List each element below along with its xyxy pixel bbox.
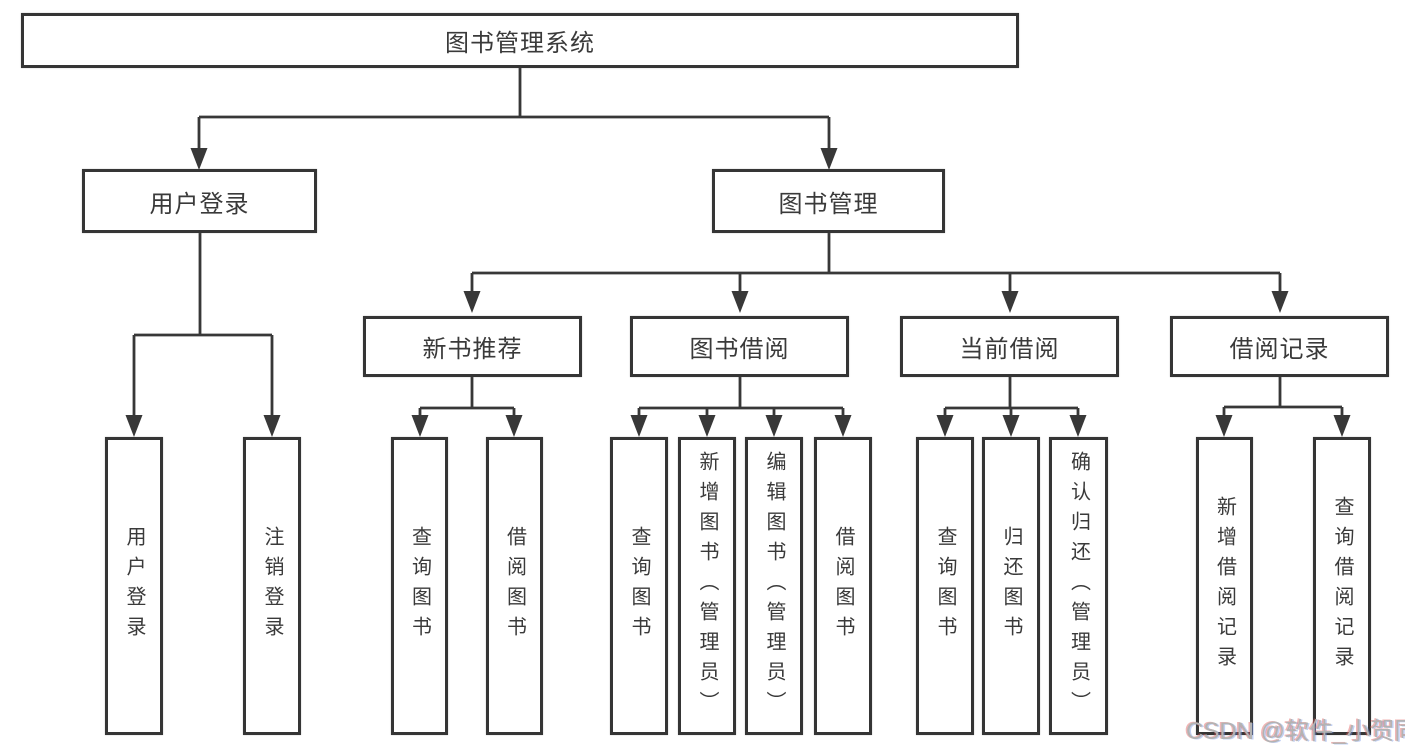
arrowhead xyxy=(1069,415,1087,437)
leaf-current-confirm-return-admin-label: 确认归还（管理员） xyxy=(1067,451,1090,721)
node-book-management: 图书管理 xyxy=(712,169,945,233)
connector-current-borrow-to-leaves xyxy=(943,377,1080,417)
leaf-user-login: 用户登录 xyxy=(105,437,163,735)
leaf-borrow-add-books-admin: 新增图书（管理员） xyxy=(678,437,736,735)
node-borrow-records: 借阅记录 xyxy=(1170,316,1389,377)
leaf-current-return-books: 归还图书 xyxy=(982,437,1040,735)
node-user-login: 用户登录 xyxy=(82,169,317,233)
node-user-login-label: 用户登录 xyxy=(149,190,250,218)
arrowhead xyxy=(820,148,838,170)
leaf-records-add-record-label: 新增借阅记录 xyxy=(1213,496,1236,676)
arrowheads xyxy=(125,148,1351,437)
leaf-logout: 注销登录 xyxy=(243,437,301,735)
node-root-label: 图书管理系统 xyxy=(445,30,595,57)
arrowhead xyxy=(765,415,783,437)
leaf-current-confirm-return-admin: 确认归还（管理员） xyxy=(1049,437,1108,735)
leaf-borrow-query-books-label: 查询图书 xyxy=(628,526,650,646)
leaf-current-query-books: 查询图书 xyxy=(916,437,974,735)
leaf-borrow-borrow-books: 借阅图书 xyxy=(814,437,872,735)
connector-root-to-level2 xyxy=(197,68,831,150)
node-current-borrow-label: 当前借阅 xyxy=(959,336,1060,363)
leaf-borrow-borrow-books-label: 借阅图书 xyxy=(832,526,854,646)
arrowhead xyxy=(1002,415,1020,437)
arrowhead xyxy=(263,415,281,437)
leaf-logout-label: 注销登录 xyxy=(261,526,283,646)
leaf-records-query-record-label: 查询借阅记录 xyxy=(1331,496,1353,676)
arrowhead xyxy=(1001,291,1019,313)
watermark: CSDN @软件_小贺同学 xyxy=(1186,718,1405,745)
leaf-newrec-query-books-label: 查询图书 xyxy=(408,526,431,646)
node-book-borrow-label: 图书借阅 xyxy=(689,336,790,363)
leaf-records-query-record: 查询借阅记录 xyxy=(1313,437,1371,735)
node-current-borrow: 当前借阅 xyxy=(900,316,1119,377)
arrowhead xyxy=(1215,415,1233,437)
leaf-borrow-add-books-admin-label: 新增图书（管理员） xyxy=(696,451,718,721)
arrowhead xyxy=(834,415,852,437)
node-book-management-label: 图书管理 xyxy=(778,190,879,218)
node-root: 图书管理系统 xyxy=(21,13,1019,68)
arrowhead xyxy=(630,415,648,437)
connector-book-mgmt-to-level3 xyxy=(470,232,1282,293)
arrowhead xyxy=(505,415,523,437)
leaf-newrec-query-books: 查询图书 xyxy=(391,437,448,735)
arrowhead xyxy=(731,291,749,313)
arrowhead xyxy=(936,415,954,437)
node-new-book-recommend-label: 新书推荐 xyxy=(422,336,523,363)
leaf-borrow-query-books: 查询图书 xyxy=(610,437,668,735)
leaf-borrow-edit-books-admin: 编辑图书（管理员） xyxy=(745,437,803,735)
arrowhead xyxy=(698,415,716,437)
arrowhead xyxy=(125,415,143,437)
leaf-current-query-books-label: 查询图书 xyxy=(934,526,956,646)
node-new-book-recommend: 新书推荐 xyxy=(363,316,582,377)
arrowhead xyxy=(1333,415,1351,437)
arrowhead xyxy=(1271,291,1289,313)
connector-book-borrow-to-leaves xyxy=(637,377,845,417)
leaf-newrec-borrow-books-label: 借阅图书 xyxy=(503,526,526,646)
arrowhead xyxy=(463,291,481,313)
arrowhead xyxy=(411,415,429,437)
connector-new-book-rec-to-leaves xyxy=(418,377,516,417)
connector-user-login-to-leaves xyxy=(132,232,274,417)
node-borrow-records-label: 借阅记录 xyxy=(1229,336,1330,363)
leaf-current-return-books-label: 归还图书 xyxy=(1000,526,1022,646)
connector-borrow-records-to-leaves xyxy=(1222,377,1344,417)
arrowhead xyxy=(190,148,208,170)
leaf-newrec-borrow-books: 借阅图书 xyxy=(486,437,543,735)
leaf-borrow-edit-books-admin-label: 编辑图书（管理员） xyxy=(763,451,785,721)
node-book-borrow: 图书借阅 xyxy=(630,316,849,377)
leaf-records-add-record: 新增借阅记录 xyxy=(1196,437,1253,735)
leaf-user-login-label: 用户登录 xyxy=(123,526,145,646)
